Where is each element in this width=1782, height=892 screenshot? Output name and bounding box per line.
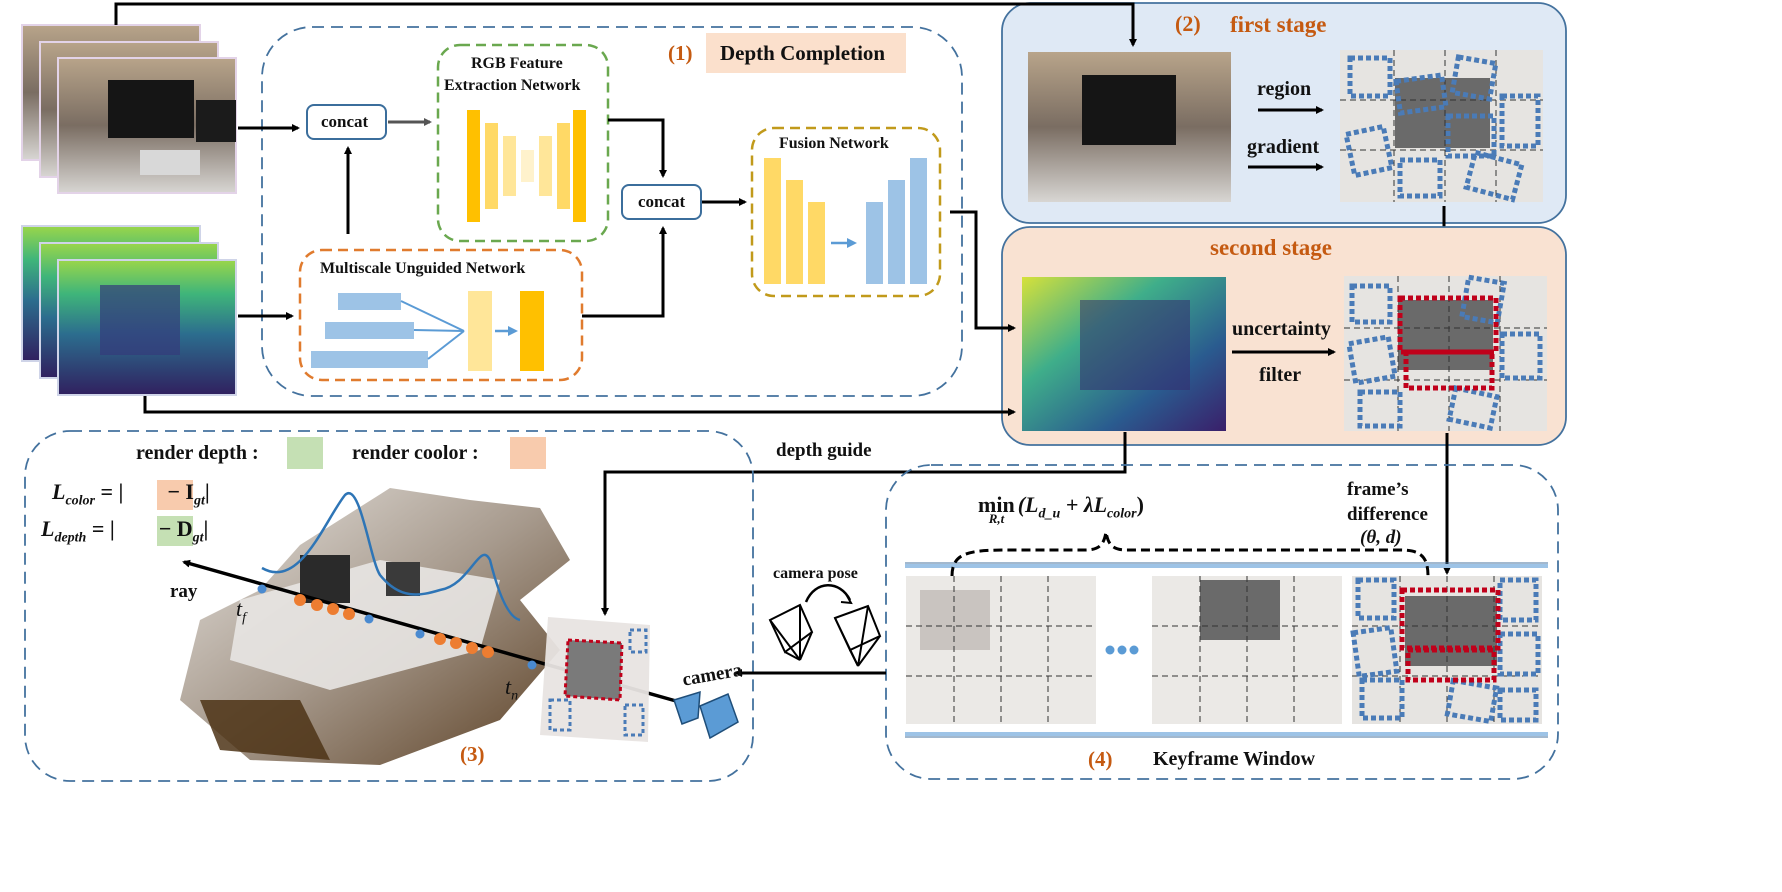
- second-stage-patches-monitor: [1398, 300, 1493, 370]
- keyframe-title: Keyframe Window: [1153, 748, 1316, 770]
- min-brace: [950, 531, 1430, 577]
- second-stage-arrows: [143, 210, 1451, 616]
- second-stage-depth-object: [1080, 300, 1190, 390]
- ray-samples: [257, 584, 537, 670]
- frames-difference-line3: (θ, d): [1360, 527, 1402, 548]
- density-curve: [261, 491, 521, 622]
- multiscale-label: Multiscale Unguided Network: [320, 260, 526, 277]
- min-objective: minR,t (Ld_u + λLcolor): [978, 492, 1144, 526]
- concat-label-1: concat: [321, 112, 369, 131]
- first-stage-title: first stage: [1230, 12, 1327, 37]
- l-depth-formula: Ldepth = | − Dgt|: [41, 518, 208, 545]
- l-depth-symbol: L: [41, 516, 55, 541]
- l-color-end: |: [204, 479, 210, 504]
- l-depth-subscript: depth: [54, 530, 87, 546]
- multiscale-bars: [311, 291, 544, 371]
- objective-open: (L: [1017, 492, 1039, 517]
- rgb-input-stack: [21, 24, 237, 194]
- camera-icon: [673, 690, 739, 740]
- render-depth-label: render depth :: [136, 442, 259, 464]
- first-stage-number: (2): [1175, 11, 1201, 36]
- keyframe-panel: [885, 464, 1559, 780]
- l-color-formula: Lcolor = | − Igt|: [52, 481, 210, 508]
- camera-image-plane: [540, 617, 650, 742]
- depth-completion-title: Depth Completion: [720, 41, 886, 65]
- gradient-label: gradient: [1247, 136, 1320, 158]
- concat-block-1: [306, 104, 387, 140]
- rgb-feature-label-1: RGB Feature: [471, 55, 563, 72]
- l-color-rhs: = | − I: [100, 479, 194, 504]
- render-panel: [24, 430, 754, 782]
- fusion-label: Fusion Network: [779, 135, 889, 152]
- concat-block-2: [621, 184, 702, 220]
- rgb-feature-label-2: Extraction Network: [444, 77, 581, 94]
- keyframe-1: [906, 576, 1096, 724]
- l-depth-gt: gt: [192, 530, 204, 546]
- depth-guide-label: depth guide: [776, 440, 872, 461]
- reconstructed-scene: [180, 488, 570, 765]
- fusion-bars: [764, 158, 927, 284]
- t-n-subscript: n: [511, 688, 519, 704]
- depth-input-stack: [21, 225, 237, 396]
- rgb-feature-box: [436, 43, 610, 243]
- render-number: (3): [460, 742, 485, 766]
- first-stage-patches: [1343, 54, 1541, 203]
- objective-mid: + λL: [1060, 492, 1108, 517]
- depth-completion-number: (1): [668, 41, 693, 65]
- filter-label: filter: [1259, 364, 1302, 386]
- region-label: region: [1257, 78, 1312, 100]
- l-color-subscript: color: [65, 493, 96, 509]
- depth-completion-arrows: [238, 118, 747, 320]
- frames-difference-line1: frame’s: [1347, 479, 1409, 500]
- frames-difference-line2: difference: [1347, 504, 1428, 525]
- l-color-swatch: [157, 480, 193, 510]
- multiscale-box: [298, 248, 584, 382]
- t-n-label: tn: [505, 676, 518, 703]
- camera-pose-label: camera pose: [773, 565, 858, 582]
- ray-label: ray: [170, 581, 198, 602]
- render-color-label: render coolor :: [352, 442, 479, 464]
- keyframe-number: (4): [1088, 747, 1113, 771]
- t-f-symbol: t: [236, 596, 243, 621]
- second-stage-red-patches: [1397, 295, 1499, 391]
- keyframe-dots: [1105, 645, 1139, 655]
- first-stage-monitor: [1082, 75, 1176, 145]
- objective-close: ): [1136, 492, 1144, 517]
- objective-sub2: color: [1107, 506, 1137, 522]
- t-f-label: tf: [236, 598, 246, 625]
- l-color-symbol: L: [52, 479, 66, 504]
- fusion-box: [750, 126, 942, 298]
- keyframe-current: [1350, 576, 1542, 725]
- l-depth-rhs: = | − D: [91, 516, 193, 541]
- objective-sub: d_u: [1038, 506, 1061, 522]
- uncertainty-label: uncertainty: [1232, 318, 1331, 340]
- first-stage-arrows: [114, 2, 1448, 268]
- second-stage-title: second stage: [1210, 235, 1333, 260]
- t-f-subscript: f: [242, 610, 247, 626]
- t-n-symbol: t: [505, 674, 512, 699]
- l-depth-end: |: [203, 516, 209, 541]
- render-depth-swatch: [287, 437, 323, 469]
- l-color-gt: gt: [194, 493, 205, 509]
- keyframe-2: [1152, 576, 1342, 724]
- l-depth-swatch: [157, 516, 193, 546]
- depth-completion-title-bg: [706, 33, 906, 73]
- concat-label-2: concat: [638, 192, 686, 211]
- render-color-swatch: [510, 437, 546, 469]
- rgb-feature-bars: [467, 110, 586, 222]
- camera-pose-icon: [768, 584, 882, 667]
- min-subscript: R,t: [988, 511, 1005, 527]
- depth-completion-panel: [261, 26, 963, 397]
